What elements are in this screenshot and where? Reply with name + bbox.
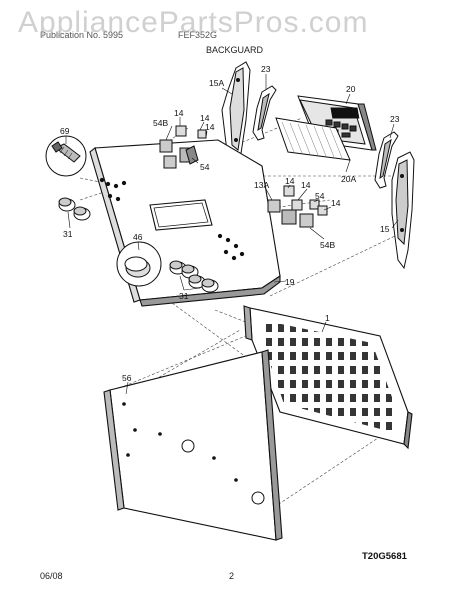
callout-15A: 15A [209, 78, 224, 88]
footer-page-number: 2 [229, 571, 235, 581]
bracket-23-left [252, 85, 277, 141]
model-number: FEF352G [178, 30, 218, 40]
rear-bracket-56 [103, 349, 283, 541]
callout-54B-upper: 54B [153, 118, 168, 128]
watermark: AppliancePartsPros.com [18, 6, 369, 39]
callout-14-e: 14 [301, 180, 311, 190]
diagram-code: T20G5681 [362, 551, 407, 562]
callout-14-f: 14 [331, 198, 341, 208]
callout-20A: 20A [341, 174, 356, 184]
knobs-31-left [58, 197, 91, 221]
callout-19: 19 [285, 277, 295, 287]
callout-14-c: 14 [205, 122, 215, 132]
callout-14-b: 14 [200, 113, 210, 123]
callout-20: 20 [346, 84, 356, 94]
footer-date: 06/08 [40, 571, 63, 581]
callout-13A: 13A [254, 180, 269, 190]
publication-number: Publication No. 5995 [40, 30, 124, 40]
callout-23-top: 23 [261, 64, 271, 74]
callout-leaders [65, 74, 399, 395]
callout-54-upper: 54 [200, 162, 210, 172]
callout-31-left: 31 [63, 229, 73, 239]
callout-14-a: 14 [174, 108, 184, 118]
callout-56: 56 [122, 373, 132, 383]
callout-54-lower: 54 [315, 191, 325, 201]
switch-cluster-lower [267, 185, 328, 228]
callout-69: 69 [60, 126, 70, 136]
rear-shield-1 [243, 305, 413, 450]
callout-31-bottom: 31 [179, 291, 189, 301]
knob-46-detail [116, 241, 162, 287]
bracket-23-right [374, 131, 399, 189]
callout-14-d: 14 [285, 176, 295, 186]
backguard-panel-19 [89, 139, 281, 307]
callout-23-right: 23 [390, 114, 400, 124]
callout-54B-lower: 54B [320, 240, 335, 250]
knobs-31-bottom [169, 260, 219, 293]
callout-1: 1 [325, 313, 330, 323]
end-cap-15 [391, 151, 415, 270]
callout-46: 46 [133, 232, 143, 242]
section-title: BACKGUARD [206, 45, 264, 55]
callout-labels: 15A 23 20 14 54B 14 14 54 69 20A 23 13A … [60, 64, 400, 383]
callout-15: 15 [380, 224, 390, 234]
switch-cluster-upper [159, 125, 207, 169]
